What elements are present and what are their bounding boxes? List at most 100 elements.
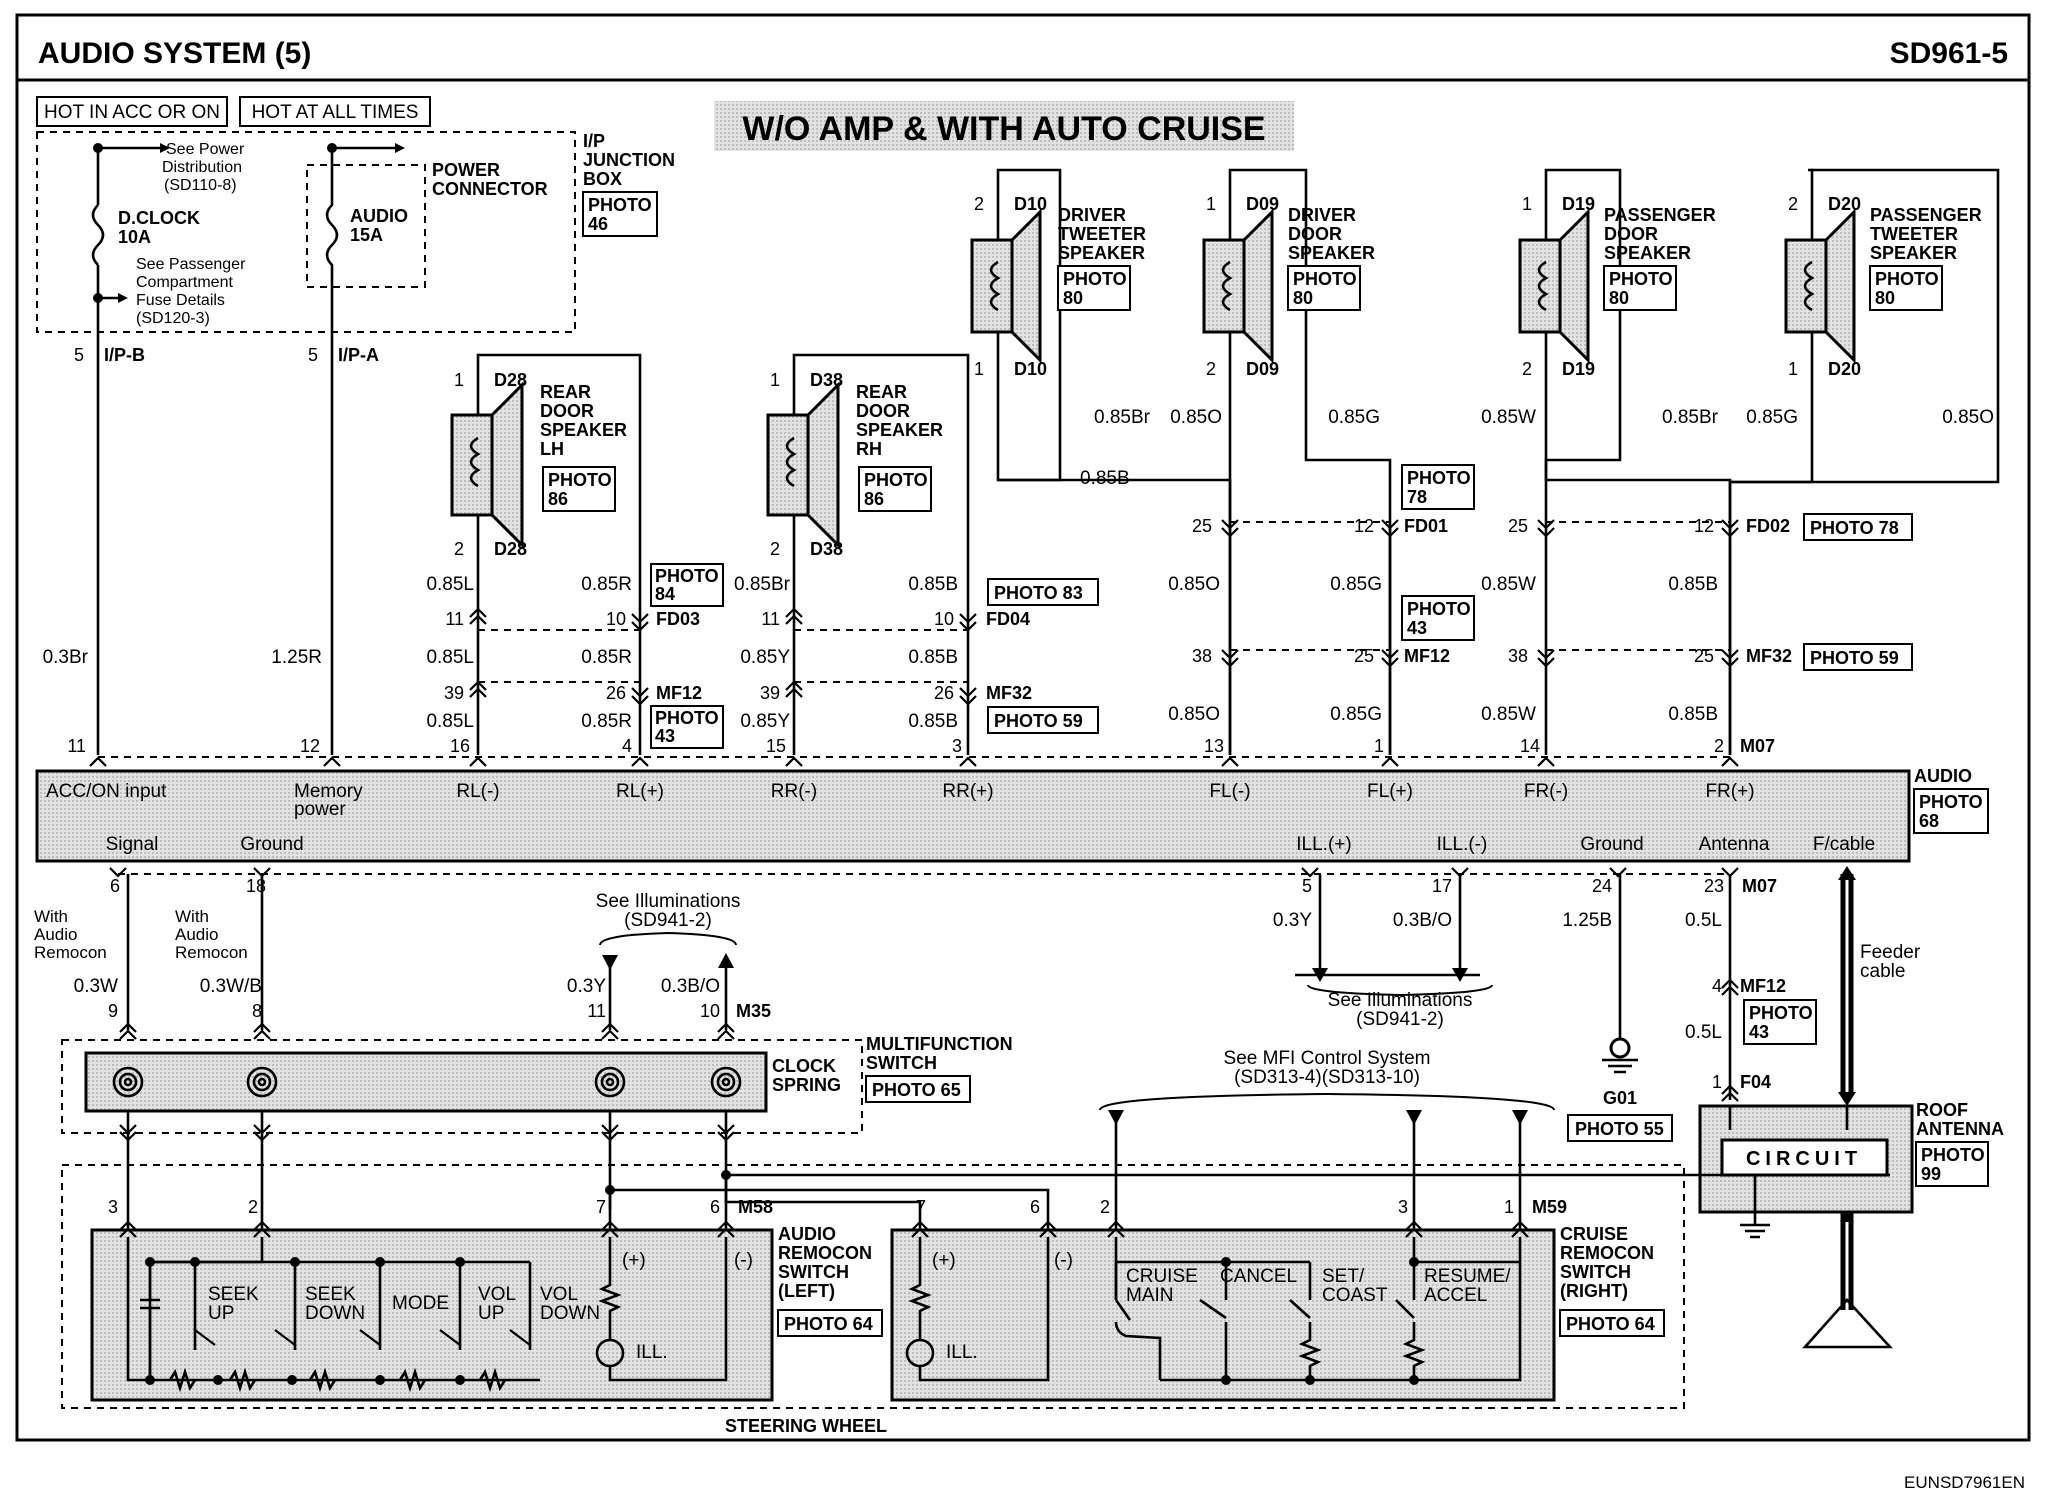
svg-text:0.5L: 0.5L xyxy=(1685,910,1722,931)
front-wire-labels-lower: 0.85O 0.85G 0.85W 0.85B 0.85O 0.85G 0.85… xyxy=(1168,574,1718,725)
svg-text:(SD941-2): (SD941-2) xyxy=(1356,1009,1444,1030)
svg-text:1: 1 xyxy=(454,370,464,390)
diagram-code: SD961-5 xyxy=(1890,37,2008,70)
svg-text:80: 80 xyxy=(1609,288,1629,308)
svg-text:D10: D10 xyxy=(1014,359,1047,379)
svg-text:0.3Y: 0.3Y xyxy=(567,976,606,997)
svg-text:6: 6 xyxy=(1030,1197,1040,1217)
svg-text:SPEAKER: SPEAKER xyxy=(1288,243,1375,263)
svg-text:D28: D28 xyxy=(494,539,527,559)
photo-55: PHOTO 55 xyxy=(1575,1119,1664,1139)
svg-text:(SD110-8): (SD110-8) xyxy=(164,177,237,194)
svg-text:TWEETER: TWEETER xyxy=(1870,224,1958,244)
svg-text:2: 2 xyxy=(1788,194,1798,214)
svg-text:0.85B: 0.85B xyxy=(1668,574,1718,595)
svg-text:7: 7 xyxy=(596,1197,606,1217)
svg-text:DOWN: DOWN xyxy=(540,1303,600,1324)
svg-text:2: 2 xyxy=(1206,359,1216,379)
svg-text:Audio: Audio xyxy=(175,925,218,944)
hot-all-box xyxy=(239,96,431,127)
clock-spring xyxy=(84,1051,768,1113)
dclock-fuse-label: D.CLOCK xyxy=(118,208,200,228)
conn-fd04: FD04 xyxy=(986,609,1030,629)
svg-text:0.3W/B: 0.3W/B xyxy=(200,976,262,997)
svg-text:FR(-): FR(-) xyxy=(1524,781,1568,802)
photo-59-a: PHOTO 59 xyxy=(994,711,1083,731)
svg-text:SWITCH: SWITCH xyxy=(866,1053,937,1073)
svg-text:D19: D19 xyxy=(1562,359,1595,379)
svg-text:(LEFT): (LEFT) xyxy=(778,1281,835,1301)
svg-text:(SD120-3): (SD120-3) xyxy=(136,310,210,327)
svg-text:1.25B: 1.25B xyxy=(1562,910,1612,931)
svg-text:0.85Br: 0.85Br xyxy=(734,574,791,595)
passenger-tweeter-label: PASSENGER TWEETER SPEAKER xyxy=(1870,205,1982,263)
svg-text:D09: D09 xyxy=(1246,359,1279,379)
svg-text:68: 68 xyxy=(1919,811,1939,831)
svg-text:With: With xyxy=(34,907,68,926)
svg-text:See MFI Control System: See MFI Control System xyxy=(1224,1048,1431,1069)
see-illuminations-top: See Illuminations (SD941-2) xyxy=(596,891,741,931)
svg-text:SPEAKER: SPEAKER xyxy=(1058,243,1145,263)
svg-text:12: 12 xyxy=(1354,516,1374,536)
svg-text:5: 5 xyxy=(1302,876,1312,896)
svg-text:0.85G: 0.85G xyxy=(1328,407,1380,428)
svg-text:11: 11 xyxy=(67,736,86,756)
svg-text:86: 86 xyxy=(864,489,884,509)
svg-text:FR(+): FR(+) xyxy=(1705,781,1754,802)
svg-text:PHOTO: PHOTO xyxy=(864,470,928,490)
svg-text:2: 2 xyxy=(1100,1197,1110,1217)
svg-text:3: 3 xyxy=(1398,1197,1408,1217)
svg-text:Antenna: Antenna xyxy=(1699,834,1770,855)
svg-text:25: 25 xyxy=(1508,516,1528,536)
banner-bg xyxy=(714,101,1294,151)
conn-fd02: FD02 xyxy=(1746,516,1790,536)
ground-g01: G01 xyxy=(1603,1088,1637,1108)
svg-text:0.85W: 0.85W xyxy=(1481,704,1536,725)
svg-text:0.85L: 0.85L xyxy=(426,711,474,732)
svg-text:0.85G: 0.85G xyxy=(1330,704,1382,725)
svg-text:1: 1 xyxy=(1788,359,1798,379)
svg-text:SPRING: SPRING xyxy=(772,1075,841,1095)
svg-text:0.3B/O: 0.3B/O xyxy=(661,976,720,997)
svg-text:DOOR: DOOR xyxy=(540,401,594,421)
svg-text:4: 4 xyxy=(1712,976,1722,996)
svg-text:43: 43 xyxy=(1407,618,1427,638)
svg-text:0.85Y: 0.85Y xyxy=(740,711,790,732)
svg-text:2: 2 xyxy=(974,194,984,214)
clock-spring-label: CLOCK xyxy=(772,1056,836,1076)
svg-text:10: 10 xyxy=(606,609,626,629)
rear-lh-label: REAR DOOR SPEAKER LH xyxy=(540,382,627,459)
svg-text:COAST: COAST xyxy=(1322,1285,1388,1306)
svg-text:AUDIO: AUDIO xyxy=(778,1224,836,1244)
svg-text:86: 86 xyxy=(548,489,568,509)
svg-text:39: 39 xyxy=(444,683,464,703)
svg-text:Ground: Ground xyxy=(240,834,303,855)
svg-text:SET/: SET/ xyxy=(1322,1266,1365,1287)
svg-text:38: 38 xyxy=(1508,646,1528,666)
svg-text:PHOTO: PHOTO xyxy=(548,470,612,490)
svg-text:7: 7 xyxy=(916,1197,926,1217)
svg-text:80: 80 xyxy=(1063,288,1083,308)
svg-text:DOWN: DOWN xyxy=(305,1303,365,1324)
svg-text:16: 16 xyxy=(450,736,470,756)
svg-text:LH: LH xyxy=(540,439,564,459)
conn-fd03: FD03 xyxy=(656,609,700,629)
hot-all-label: HOT AT ALL TIMES xyxy=(252,102,419,123)
svg-text:See Illuminations: See Illuminations xyxy=(1328,990,1473,1011)
svg-text:power: power xyxy=(294,799,346,820)
rear-rh-speaker xyxy=(766,353,970,755)
photo-64-left: PHOTO 64 xyxy=(784,1314,873,1334)
svg-text:JUNCTION: JUNCTION xyxy=(583,150,675,170)
audio-unit xyxy=(35,769,1911,863)
svg-text:Memory: Memory xyxy=(294,781,363,802)
svg-text:ILL.(-): ILL.(-) xyxy=(1437,834,1488,855)
svg-text:43: 43 xyxy=(1749,1022,1769,1042)
svg-text:ILL.: ILL. xyxy=(946,1342,978,1363)
svg-text:UP: UP xyxy=(478,1303,504,1324)
svg-text:DRIVER: DRIVER xyxy=(1058,205,1126,225)
svg-text:0.3W: 0.3W xyxy=(74,976,118,997)
svg-text:PHOTO: PHOTO xyxy=(1875,269,1939,289)
svg-text:0.85W: 0.85W xyxy=(1481,407,1536,428)
svg-text:2: 2 xyxy=(770,539,780,559)
svg-text:(SD941-2): (SD941-2) xyxy=(624,910,712,931)
